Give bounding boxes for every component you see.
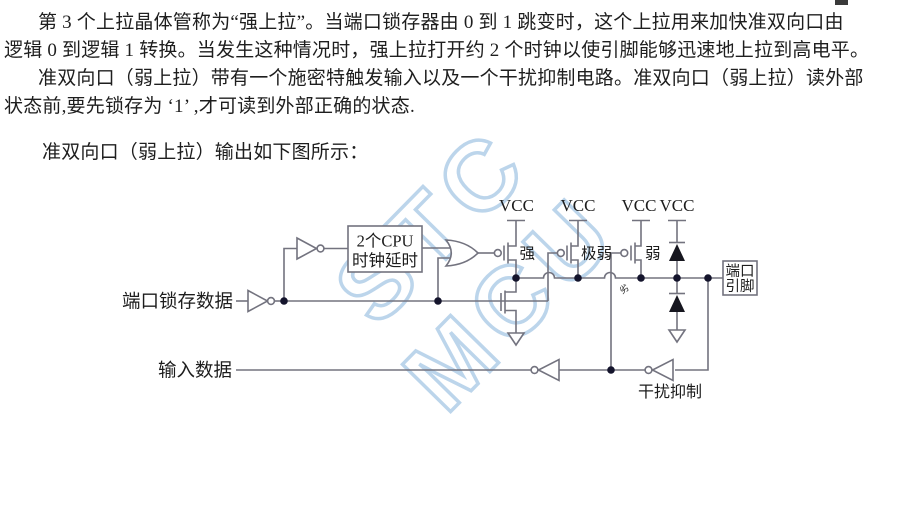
paragraph-line-5: 准双向口（弱上拉）输出如下图所示： bbox=[42, 142, 369, 163]
paragraph-line-4: 状态前,要先锁存为 ‘1’ ,才可读到外部正确的状态. bbox=[4, 96, 415, 117]
schmitt-trigger-inverter bbox=[644, 358, 674, 382]
ground-symbol-diode bbox=[667, 329, 687, 344]
pmos-very-weak: 极弱 bbox=[556, 242, 612, 264]
very-weak-label: 极弱 bbox=[581, 245, 612, 263]
pmos-weak: 弱 bbox=[620, 242, 661, 264]
pin-label-2: 引脚 bbox=[726, 278, 755, 295]
pin-label-1: 端口 bbox=[726, 263, 755, 280]
vcc-label-1: VCC bbox=[499, 196, 534, 215]
input-data-label: 输入数据 bbox=[158, 361, 232, 382]
nmos-driver bbox=[500, 290, 506, 314]
delay-box: 2个CPU 时钟延时 bbox=[347, 225, 423, 273]
weak-label: 弱 bbox=[645, 245, 661, 263]
junction-dots bbox=[280, 274, 712, 374]
vcc-label-3: VCC bbox=[622, 196, 657, 215]
weak-gate-feedback bbox=[610, 252, 621, 370]
veryweak-source-lead bbox=[571, 221, 579, 247]
gate-bubble bbox=[493, 248, 502, 258]
corner-artifact bbox=[835, 0, 848, 5]
wires bbox=[236, 219, 723, 371]
pin-box: 端口 引脚 bbox=[722, 260, 758, 296]
gate-bubble bbox=[620, 248, 629, 258]
pin-to-schmitt bbox=[675, 278, 709, 371]
paragraph-line-3: 准双向口（弱上拉）带有一个施密特触发输入以及一个干扰抑制电路。准双向口（弱上拉）… bbox=[38, 68, 864, 89]
strong-source-lead bbox=[508, 221, 517, 247]
inverter-latch bbox=[247, 289, 276, 313]
ground-symbol-nmos bbox=[506, 332, 526, 347]
nmos-source-lead bbox=[505, 309, 517, 333]
wire-latch-to-or bbox=[437, 257, 450, 301]
port-latch-data-label: 端口锁存数据 bbox=[122, 292, 233, 313]
input-buffer-inverter bbox=[530, 358, 560, 382]
delay-box-label-2: 时钟延时 bbox=[352, 251, 418, 270]
strong-label: 强 bbox=[520, 246, 536, 263]
inverter-delay bbox=[296, 236, 325, 261]
nmos-drain-lead bbox=[505, 278, 517, 293]
paragraph-line-1: 第 3 个上拉晶体管称为“强上拉”。当端口锁存器由 0 到 1 跳变时，这个上拉… bbox=[38, 12, 844, 33]
vcc-label-2: VCC bbox=[561, 196, 596, 215]
gate-bubble bbox=[556, 248, 565, 258]
strong-drain-lead bbox=[508, 259, 517, 278]
stray-tiny-glyph: 劣 bbox=[617, 282, 631, 296]
vcc-label-4: VCC bbox=[660, 196, 695, 215]
interference-suppression-label: 干扰抑制 bbox=[638, 383, 702, 401]
esd-diode-to-vcc bbox=[669, 241, 685, 261]
delay-box-label-1: 2个CPU bbox=[357, 232, 414, 251]
veryweak-drain-lead bbox=[571, 259, 579, 278]
weak-source-lead bbox=[635, 221, 642, 247]
weak-drain-lead bbox=[635, 259, 642, 278]
quasi-bidirectional-port-schematic: 2个CPU 时钟延时 强 极弱 弱 bbox=[122, 196, 758, 401]
wire-up-to-delay-inverter bbox=[283, 247, 297, 301]
pmos-strong: 强 bbox=[493, 242, 536, 264]
or-gate bbox=[444, 239, 480, 267]
paragraph-line-2: 逻辑 0 到逻辑 1 转换。当发生这种情况时，强上拉打开约 2 个时钟以使引脚能… bbox=[4, 40, 870, 61]
pin-node-line bbox=[516, 271, 723, 279]
wire-to-veryweak-gate bbox=[547, 252, 557, 301]
esd-diode-to-gnd bbox=[669, 292, 685, 312]
